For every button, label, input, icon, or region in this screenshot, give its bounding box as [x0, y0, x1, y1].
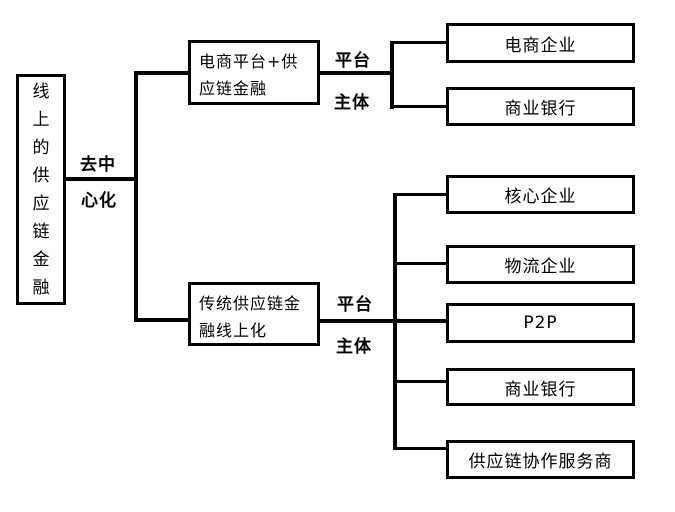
connector-fork-b-vertical — [393, 193, 397, 450]
node-traditional-scf-online-line2: 融线上化 — [199, 321, 268, 340]
connector-root-to-trunk — [66, 177, 138, 181]
connector-node-a-to-fork — [320, 71, 393, 75]
connector-trunk-vertical — [134, 71, 138, 322]
connector-fork-b-to-leaf-1 — [397, 193, 446, 196]
node-commercial-bank-top-label: 商业银行 — [504, 99, 577, 119]
label-platform-top: 平台 — [335, 51, 371, 71]
node-p2p-label: P2P — [523, 313, 558, 333]
node-scf-collaboration-service-provider: 供应链协作服务商 — [446, 440, 635, 479]
node-traditional-scf-online: 传统供应链金 融线上化 — [188, 282, 320, 346]
connector-fork-b-to-leaf-5 — [397, 447, 446, 450]
edge-label-decentralize-line2: 心化 — [81, 191, 117, 211]
node-core-enterprise: 核心企业 — [446, 175, 635, 214]
connector-trunk-to-node-b — [138, 318, 188, 322]
node-p2p: P2P — [446, 303, 635, 343]
connector-trunk-to-node-a — [138, 71, 188, 75]
connector-fork-a-to-leaf-2 — [394, 105, 446, 108]
node-ecommerce-platform-scf: 电商平台+供 应链金融 — [188, 40, 320, 105]
node-commercial-bank-top: 商业银行 — [446, 87, 635, 126]
label-subject-bottom: 主体 — [336, 337, 372, 357]
node-ecommerce-enterprise: 电商企业 — [446, 23, 635, 63]
connector-fork-a-vertical — [390, 41, 394, 109]
node-commercial-bank-bottom: 商业银行 — [446, 368, 635, 406]
node-traditional-scf-online-line1: 传统供应链金 — [199, 294, 302, 313]
node-root-label: 线上的供应链金融 — [32, 81, 50, 298]
edge-label-decentralize-line1: 去中 — [80, 155, 116, 175]
connector-node-b-to-leaf-p2p — [320, 319, 446, 323]
connector-fork-b-to-leaf-2 — [397, 262, 446, 265]
label-subject-top: 主体 — [334, 93, 370, 113]
connector-fork-b-to-leaf-4 — [397, 380, 446, 383]
node-ecommerce-platform-scf-line1: 电商平台+供 — [199, 52, 299, 71]
connector-fork-a-to-leaf-1 — [394, 41, 446, 44]
node-logistics-enterprise: 物流企业 — [446, 245, 635, 284]
node-scf-collaboration-service-provider-label: 供应链协作服务商 — [468, 452, 613, 472]
node-commercial-bank-bottom-label: 商业银行 — [504, 379, 577, 400]
node-root: 线上的供应链金融 — [16, 74, 66, 305]
node-ecommerce-platform-scf-line2: 应链金融 — [199, 79, 268, 98]
node-core-enterprise-label: 核心企业 — [504, 187, 577, 207]
label-platform-bottom: 平台 — [337, 295, 373, 315]
node-ecommerce-enterprise-label: 电商企业 — [504, 35, 577, 56]
node-logistics-enterprise-label: 物流企业 — [504, 257, 577, 277]
